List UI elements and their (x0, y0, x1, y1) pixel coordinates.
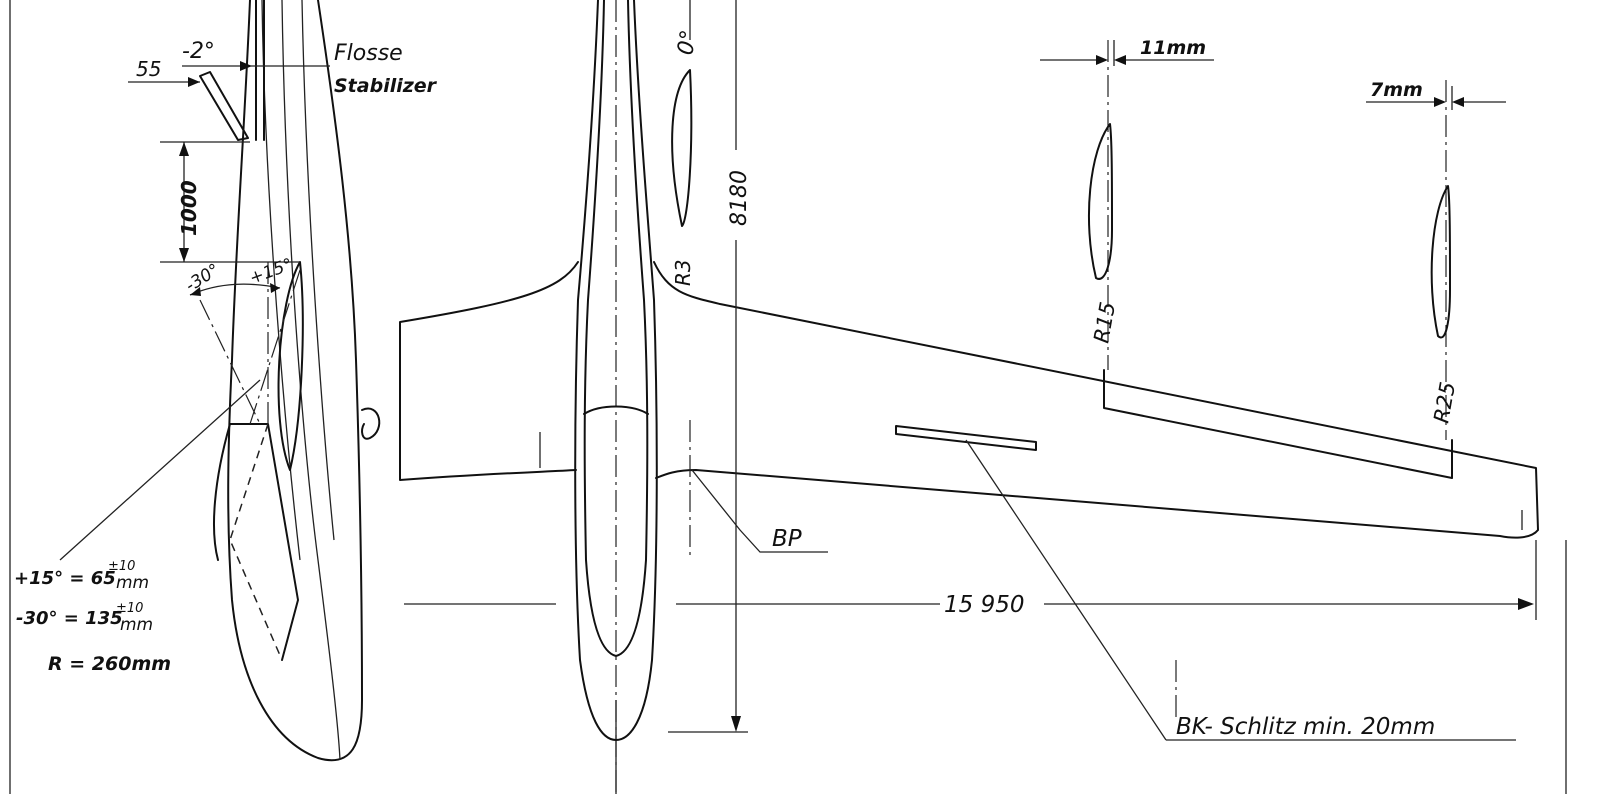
fin-height-arrow-bottom (179, 248, 189, 262)
elevator-trailing-edge (199, 71, 249, 141)
deflection-ray-down (199, 299, 261, 425)
span-label: 15 950 (944, 592, 1024, 618)
fin-hinge-line (229, 423, 299, 661)
bp-leader (691, 469, 828, 553)
section2-thickness: 7mm (1370, 79, 1423, 101)
stab-angle-arrow (240, 61, 252, 71)
span-dim-arrow (1518, 598, 1534, 610)
spoiler-slot (895, 425, 1037, 451)
length-label: 8180 (727, 170, 752, 226)
note-down-unit: mm (120, 615, 153, 635)
section1-airfoil (1088, 123, 1113, 280)
note-up-unit: mm (116, 573, 149, 593)
stab-offset-label: 55 (136, 57, 161, 81)
note-radius: R = 260mm (48, 653, 171, 675)
section1-radius: R15 (1089, 300, 1120, 345)
root-incidence-label: 0° (673, 28, 702, 57)
section1-arrow-left (1096, 55, 1108, 65)
section1-thickness: 11mm (1140, 37, 1206, 59)
stabilizer-label-en: Stabilizer (334, 75, 438, 97)
side-view: 1000 55 -2° Flosse Stabilizer -30° +15° … (14, 0, 438, 762)
length-dim-arrow (731, 716, 741, 732)
section2-airfoil (1430, 185, 1451, 339)
left-wing-stub (399, 261, 579, 481)
side-fuselage-inner-line-3 (301, 0, 335, 541)
stab-angle-label: -2° (182, 39, 215, 64)
stab-offset-arrow (188, 77, 200, 87)
side-skid-hook (361, 407, 381, 440)
side-fuselage-outline (227, 0, 363, 762)
spoiler-note: BK- Schlitz min. 20mm (1176, 714, 1435, 740)
note-up-tolerance: ±10 (108, 559, 135, 574)
deflection-note-leader (59, 379, 261, 561)
top-fuselage-outline (574, 0, 658, 741)
root-radius-label: R3 (671, 259, 695, 286)
deflection-ray-up (249, 269, 301, 425)
deflection-arc-arrow-right (270, 283, 280, 293)
top-view: BK- Schlitz min. 20mm BP 8180 15 950 0° … (399, 0, 1567, 794)
canopy-frame-line (583, 405, 649, 415)
section1-arrow-right (1114, 55, 1126, 65)
note-up-angle: +15° = 65 (14, 568, 116, 589)
fin-height-arrow-top (179, 142, 189, 156)
deflection-notes: +15° = 65 ±10 mm -30° = 135 ±10 mm R = 2… (14, 559, 171, 675)
fin-rudder-shape (277, 261, 304, 471)
section2-radius: R25 (1429, 380, 1460, 425)
aileron-outline (1103, 369, 1453, 479)
note-down-angle: -30° = 135 (16, 608, 123, 629)
top-fuselage-inner (583, 0, 649, 657)
root-airfoil-section (671, 69, 693, 227)
bp-label: BP (772, 526, 802, 552)
spoiler-leader (965, 439, 1167, 741)
note-down-tolerance: ±10 (116, 601, 143, 616)
right-wing-outline (653, 261, 1539, 539)
section2-arrow-left (1434, 97, 1446, 107)
fin-lower-edge (213, 423, 231, 561)
side-fuselage-inner-line (281, 0, 341, 761)
fin-height-label: 1000 (177, 180, 201, 236)
section2-arrow-right (1452, 97, 1464, 107)
stabilizer-label-de: Flosse (334, 41, 403, 66)
deflection-arc-arrow-left (190, 287, 201, 296)
length-label-bg (724, 150, 750, 240)
